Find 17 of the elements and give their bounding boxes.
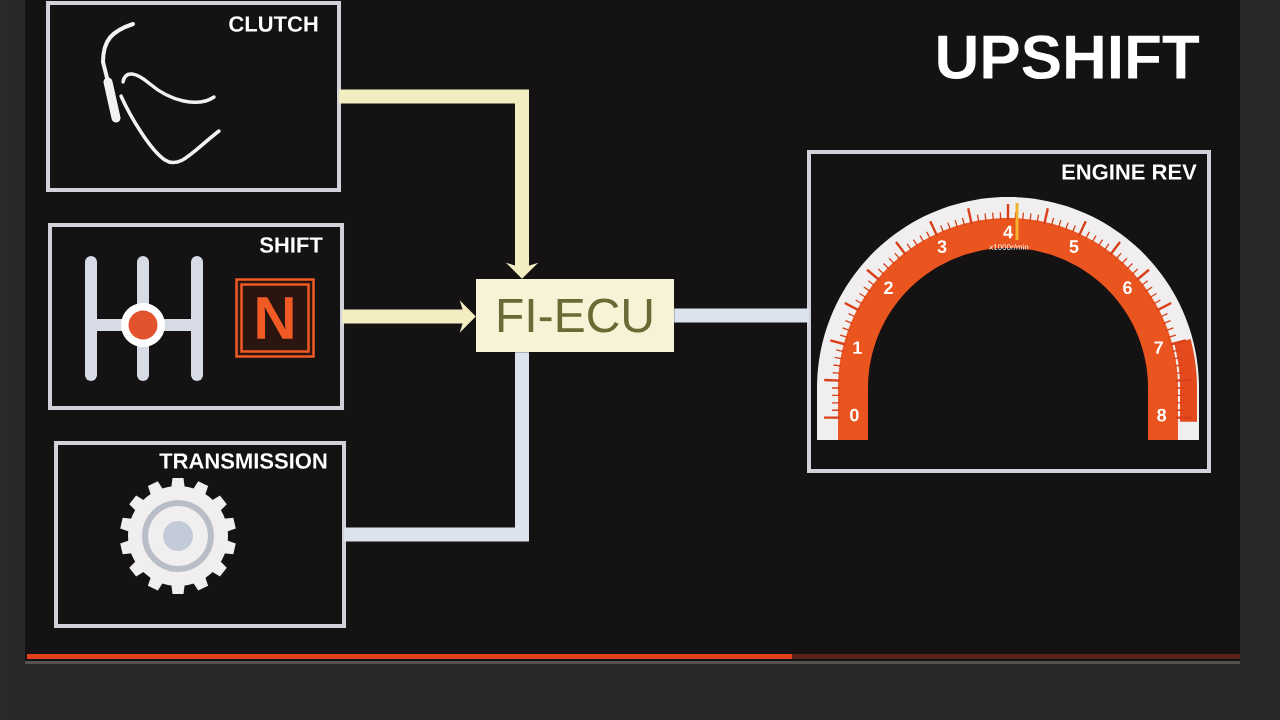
panel: CLUTCH: [46, 1, 341, 192]
gauge-number: 7: [1154, 341, 1163, 354]
title: UPSHIFT: [938, 35, 1200, 80]
connector-line: [674, 308, 809, 323]
gauge-number: 3: [937, 240, 947, 253]
unit-label: x1000r/min: [989, 244, 1029, 250]
gauge-number: 6: [1123, 281, 1132, 295]
gear-indicator: N: [235, 278, 315, 358]
process-box: FI-ECU: [476, 279, 674, 352]
gauge-number: 4: [1003, 225, 1013, 239]
gauge-number: 1: [853, 341, 862, 354]
gauge-number: 2: [884, 281, 893, 294]
connector-line: [344, 352, 529, 542]
gauge-number: 8: [1157, 408, 1167, 422]
gauge-number: 5: [1069, 240, 1079, 253]
arrow: [339, 89, 539, 279]
gauge-number: 0: [850, 408, 859, 422]
